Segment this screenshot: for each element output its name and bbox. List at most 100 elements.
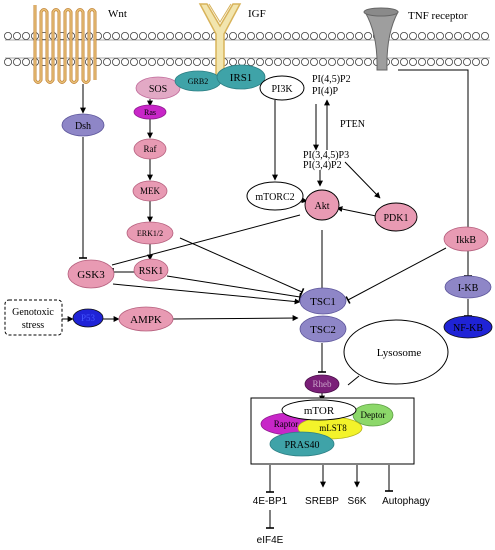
lipid-head: [121, 58, 130, 67]
svg-text:PDK1: PDK1: [383, 213, 408, 224]
lipid-head: [390, 58, 399, 67]
lipid-head: [237, 58, 246, 67]
node-sos: SOS: [135, 76, 181, 100]
svg-text:AMPK: AMPK: [130, 314, 162, 326]
node-tsc2: TSC2: [299, 315, 347, 343]
svg-text:TSC1: TSC1: [310, 296, 336, 308]
lipid-head: [273, 58, 282, 67]
lipid-head: [129, 32, 138, 41]
lipid-head: [103, 32, 112, 41]
lipid-head: [201, 32, 210, 41]
node-ikb: I-KB: [444, 275, 492, 299]
node-nfkb: NF-KB: [443, 315, 493, 339]
lipid-head: [165, 32, 174, 41]
igf-receptor-icon: [198, 3, 242, 81]
lipid-head: [336, 32, 345, 41]
node-raptor: Raptor: [274, 419, 299, 429]
lipid-head: [4, 32, 12, 41]
igf-label: IGF: [248, 8, 266, 20]
lipid-head: [255, 32, 264, 41]
lipid-head: [192, 32, 201, 41]
svg-text:GRB2: GRB2: [188, 77, 208, 86]
node-erk: ERK1/2: [126, 221, 174, 245]
node-deptor: Deptor: [361, 410, 386, 420]
lipid-head: [174, 58, 183, 67]
node-mtorc2: mTORC2: [246, 181, 304, 211]
node-tsc1: TSC1: [299, 287, 347, 315]
lipid-head: [264, 32, 273, 41]
lipid-head: [300, 58, 309, 67]
pi345p3-label: PI(3,4,5)P3: [303, 150, 349, 161]
mtorc1-complex: [250, 397, 415, 465]
node-mtor: mTOR: [304, 405, 335, 417]
lipid-head: [354, 58, 363, 67]
tnf-receptor-label: TNF receptor: [408, 10, 468, 22]
lipid-head: [255, 58, 264, 67]
pathway-edges: [62, 69, 472, 529]
wnt-label: Wnt: [108, 8, 127, 20]
lipid-head: [363, 32, 372, 41]
output-4e-bp1: 4E-BP1: [253, 496, 288, 507]
node-irs1: IRS1: [216, 64, 266, 90]
lipid-head: [129, 58, 138, 67]
lipid-head: [147, 58, 156, 67]
pi4p-label: PI(4)P: [312, 86, 339, 97]
node-rheb: Rheb: [304, 374, 340, 394]
lipid-head: [480, 58, 489, 67]
lipid-head: [327, 32, 336, 41]
lipid-head: [435, 58, 444, 67]
lipid-head: [21, 32, 30, 41]
pi45p2-label: PI(4,5)P2: [312, 74, 351, 85]
lipid-head: [363, 58, 372, 67]
node-ras: Ras: [133, 104, 167, 120]
lipid-head: [183, 58, 192, 67]
lipid-head: [174, 32, 183, 41]
svg-text:Raf: Raf: [144, 144, 157, 154]
lipid-head: [462, 58, 471, 67]
svg-text:Lysosome: Lysosome: [377, 347, 422, 359]
lipid-head: [246, 32, 255, 41]
node-gsk3: GSK3: [67, 259, 115, 289]
svg-text:mTORC2: mTORC2: [255, 192, 294, 203]
lipid-head: [103, 58, 112, 67]
lipid-head: [453, 58, 462, 67]
node-raf: Raf: [133, 138, 167, 160]
lipid-head: [444, 32, 453, 41]
lipid-head: [21, 58, 30, 67]
svg-text:RSK1: RSK1: [139, 266, 163, 277]
lysosome: Lysosome: [343, 319, 449, 385]
lipid-head: [309, 32, 318, 41]
lipid-head: [354, 32, 363, 41]
node-mlst8: mLST8: [319, 423, 347, 433]
lipid-head: [237, 32, 246, 41]
lipid-head: [399, 58, 408, 67]
svg-text:Dsh: Dsh: [75, 121, 91, 132]
genotoxic-stress-box: Genotoxic stress: [4, 299, 63, 336]
svg-text:IRS1: IRS1: [230, 72, 253, 84]
svg-text:SOS: SOS: [149, 84, 167, 95]
node-pi3k: PI3K: [259, 75, 305, 101]
svg-text:IkkB: IkkB: [456, 235, 476, 246]
lipid-head: [165, 58, 174, 67]
lipid-head: [318, 32, 327, 41]
node-pdk1: PDK1: [374, 202, 418, 232]
lipid-head: [156, 58, 165, 67]
lipid-head: [453, 32, 462, 41]
lipid-head: [345, 58, 354, 67]
lipid-head: [336, 58, 345, 67]
pten-label: PTEN: [340, 119, 365, 130]
svg-text:TSC2: TSC2: [310, 324, 336, 336]
lipid-head: [201, 58, 210, 67]
genotoxic-line1: Genotoxic: [12, 307, 54, 318]
frizzled-receptor-icon: [33, 5, 97, 84]
lipid-head: [444, 58, 453, 67]
lipid-head: [471, 32, 480, 41]
node-rsk1: RSK1: [133, 258, 169, 282]
output-s6k: S6K: [348, 496, 367, 507]
lipid-head: [12, 58, 21, 67]
lipid-head: [426, 58, 435, 67]
lipid-head: [291, 58, 300, 67]
lipid-head: [264, 58, 273, 67]
lipid-head: [228, 58, 237, 67]
lipid-head: [318, 58, 327, 67]
